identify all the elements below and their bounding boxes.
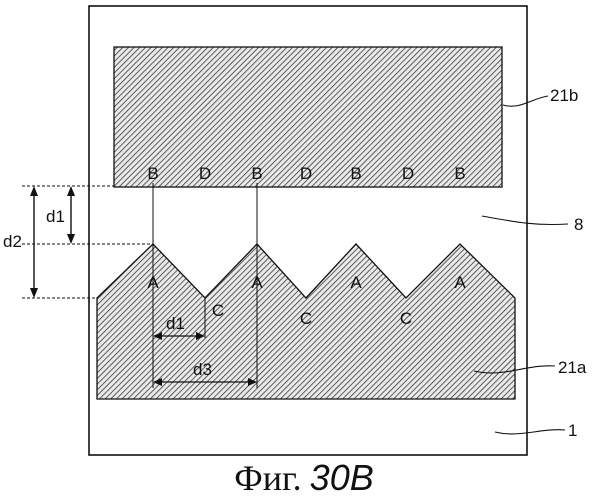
dimension-label-d1-bottom: d1 (166, 314, 185, 333)
d2-arrow-up (30, 186, 38, 196)
caption-number: 30B (310, 457, 374, 498)
dimension-label-d2: d2 (3, 232, 22, 251)
point-label-d: D (300, 164, 312, 183)
point-label-a: A (251, 273, 263, 292)
d1-left-arrow-up (67, 186, 75, 196)
point-label-d: D (199, 164, 211, 183)
reference-label-21b: 21b (550, 86, 578, 105)
point-label-d: D (402, 164, 414, 183)
point-label-c: C (400, 309, 412, 328)
reference-label-8: 8 (574, 215, 583, 234)
point-label-b: B (350, 164, 361, 183)
reference-label-21a: 21a (558, 358, 587, 377)
point-label-c: C (300, 309, 312, 328)
dimension-label-d3: d3 (193, 360, 212, 379)
point-label-a: A (350, 273, 362, 292)
figure-caption: Фиг.30B (234, 457, 373, 498)
reference-label-1: 1 (568, 421, 577, 440)
d2-arrow-down (30, 288, 38, 298)
d1-left-arrow-down (67, 234, 75, 244)
point-label-b: B (147, 164, 158, 183)
caption-prefix: Фиг. (234, 458, 301, 498)
point-label-a: A (147, 273, 159, 292)
point-label-b: B (251, 164, 262, 183)
dimension-label-d1-left: d1 (46, 207, 65, 226)
point-label-c: C (212, 301, 224, 320)
point-label-b: B (454, 164, 465, 183)
point-label-a: A (454, 273, 466, 292)
